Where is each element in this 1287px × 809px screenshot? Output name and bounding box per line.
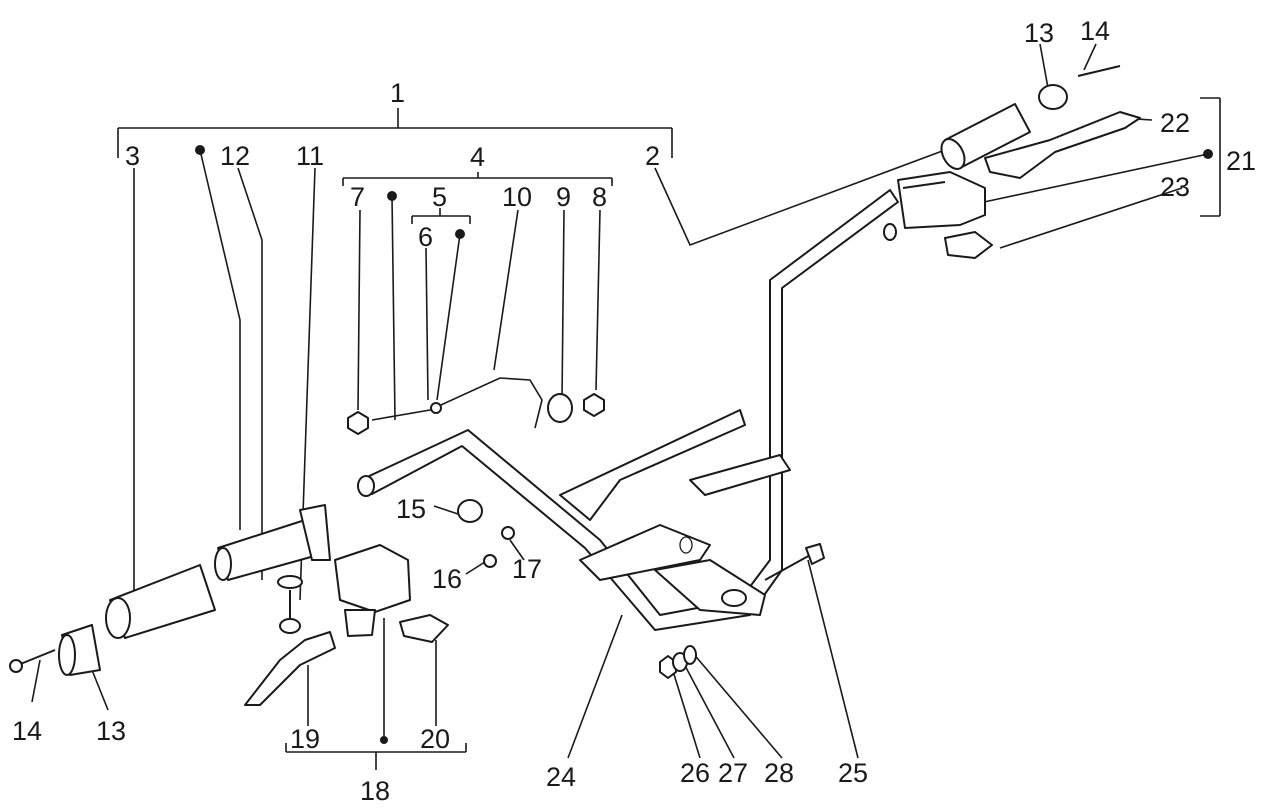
- clip-15: [457, 499, 483, 523]
- label-18: 18: [360, 776, 390, 806]
- label-7: 7: [350, 182, 365, 212]
- nut-8: [583, 393, 605, 417]
- left-end-screw: [9, 649, 56, 673]
- label-13-top: 13: [1024, 18, 1054, 48]
- label-6: 6: [418, 222, 433, 252]
- ring-16: [483, 554, 497, 568]
- ring-17: [501, 526, 515, 540]
- label-12: 12: [220, 141, 250, 171]
- label-10: 10: [502, 182, 532, 212]
- label-3: 3: [125, 141, 140, 171]
- right-grip: [940, 65, 1121, 170]
- right-master-cylinder: [883, 171, 993, 259]
- nut-7: [347, 411, 369, 435]
- bracket-group-21: [1200, 97, 1221, 217]
- label-19: 19: [290, 724, 320, 754]
- left-brake-lever: [244, 631, 336, 706]
- label-25: 25: [838, 758, 868, 788]
- label-11: 11: [296, 141, 324, 171]
- label-21: 21: [1226, 146, 1256, 176]
- left-master-cylinder: [334, 544, 411, 637]
- label-1: 1: [390, 78, 405, 108]
- label-22: 22: [1160, 108, 1190, 138]
- bolt-25: [764, 543, 825, 581]
- label-2: 2: [645, 141, 660, 171]
- left-grip: [105, 564, 216, 639]
- label-27: 27: [718, 758, 748, 788]
- bracket-group-4: [342, 172, 613, 186]
- label-4: 4: [470, 142, 485, 172]
- label-5: 5: [432, 182, 447, 212]
- label-24: 24: [546, 762, 576, 792]
- left-clamp: [399, 614, 449, 643]
- label-8: 8: [592, 182, 607, 212]
- label-23: 23: [1160, 172, 1190, 202]
- bracket-group-18: [285, 743, 467, 770]
- label-15: 15: [396, 494, 426, 524]
- label-14-bottom: 14: [12, 716, 42, 746]
- label-16: 16: [432, 564, 462, 594]
- bracket-group-5: [411, 208, 471, 224]
- grommet-9: [547, 393, 573, 423]
- label-9: 9: [556, 182, 571, 212]
- right-brake-lever: [984, 111, 1141, 179]
- handlebar-frame: [357, 189, 899, 631]
- washer-nut-stack-26-28: [659, 645, 697, 679]
- left-throttle-tube: [214, 504, 331, 581]
- label-13-bottom: 13: [96, 716, 126, 746]
- label-14-top: 14: [1080, 16, 1110, 46]
- bullet-dots: [195, 145, 1213, 744]
- label-17: 17: [512, 554, 542, 584]
- cable-assembly: [371, 377, 543, 429]
- label-20: 20: [420, 724, 450, 754]
- bracket-group-1: [117, 108, 673, 158]
- label-28: 28: [764, 758, 794, 788]
- left-screw-washer: [277, 575, 303, 634]
- label-26: 26: [680, 758, 710, 788]
- left-grip-end-weight: [58, 624, 101, 676]
